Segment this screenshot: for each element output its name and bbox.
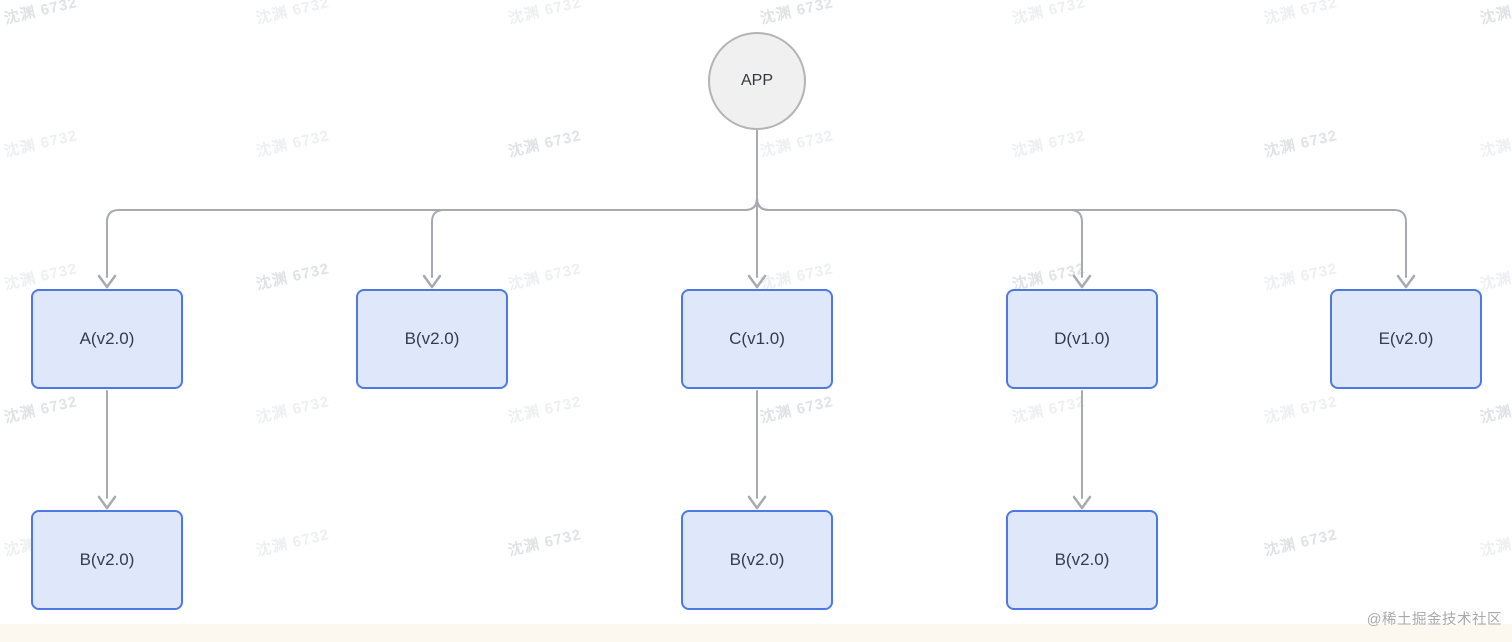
node-a-child-b: B(v2.0): [31, 510, 183, 610]
node-a-label: A(v2.0): [79, 329, 135, 348]
arrowhead-a-b: [97, 495, 117, 510]
edge-app-e: [756, 130, 1407, 278]
node-b-label: B(v2.0): [404, 329, 460, 348]
node-d: D(v1.0): [1006, 289, 1158, 389]
node-c-label: C(v1.0): [729, 329, 785, 348]
node-a-child-b-label: B(v2.0): [79, 550, 135, 569]
edge-app-d: [756, 130, 1083, 278]
site-credit: @稀土掘金技术社区: [1366, 612, 1502, 628]
node-d-child-b: B(v2.0): [1006, 510, 1158, 610]
node-b: B(v2.0): [356, 289, 508, 389]
arrowhead-app-e: [1396, 274, 1416, 289]
node-c-child-b: B(v2.0): [681, 510, 833, 610]
arrowhead-app-d: [1072, 274, 1092, 289]
arrowhead-app-b: [422, 274, 442, 289]
arrowhead-app-a: [97, 274, 117, 289]
node-c-child-b-label: B(v2.0): [729, 550, 785, 569]
arrowhead-c-b: [747, 495, 767, 510]
node-e: E(v2.0): [1330, 289, 1482, 389]
node-e-label: E(v2.0): [1378, 329, 1434, 348]
node-app: APP: [708, 32, 806, 130]
node-c: C(v1.0): [681, 289, 833, 389]
arrowhead-app-c: [747, 274, 767, 289]
bottom-tint-band: [0, 624, 1512, 642]
node-d-label: D(v1.0): [1054, 329, 1110, 348]
node-d-child-b-label: B(v2.0): [1054, 550, 1110, 569]
node-a: A(v2.0): [31, 289, 183, 389]
node-app-label: APP: [740, 72, 773, 89]
edge-app-b: [431, 130, 758, 278]
arrowhead-d-b: [1072, 495, 1092, 510]
